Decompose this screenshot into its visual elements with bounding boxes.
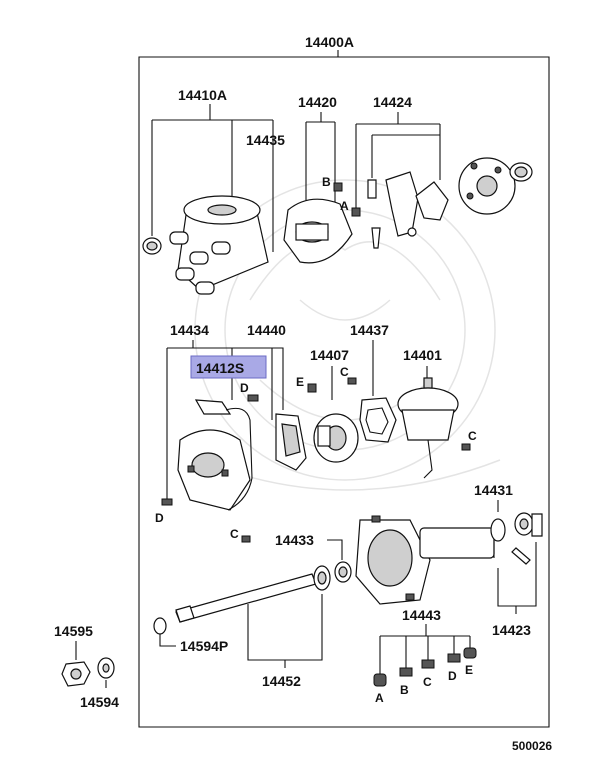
fastener-label-d-left[interactable]: D <box>155 511 164 525</box>
fastener-label-b-top[interactable]: B <box>322 175 331 189</box>
part-label-14412S[interactable]: 14412S <box>196 360 244 376</box>
vacuum-advance-unit[interactable] <box>397 377 459 479</box>
washer-14594P[interactable] <box>153 617 167 635</box>
part-label-14434[interactable]: 14434 <box>170 322 209 338</box>
part-label-14401[interactable]: 14401 <box>403 347 442 363</box>
oring-14431[interactable] <box>490 518 506 542</box>
part-label-14412S-highlight[interactable]: 14412S <box>190 355 267 379</box>
breaker-points[interactable] <box>367 171 449 249</box>
part-label-14440[interactable]: 14440 <box>247 322 286 338</box>
part-label-14594[interactable]: 14594 <box>80 694 119 710</box>
fastener-label-c-low[interactable]: C <box>230 527 239 541</box>
signal-rotor-14440[interactable] <box>275 413 307 471</box>
fastener-label-d-mid[interactable]: D <box>240 381 249 395</box>
fastener-label-e[interactable]: E <box>465 663 473 677</box>
gasket-14437[interactable] <box>359 397 397 443</box>
washer-14433[interactable] <box>334 561 352 583</box>
assembly-frame <box>138 56 550 728</box>
part-label-14452[interactable]: 14452 <box>262 673 301 689</box>
part-label-14420[interactable]: 14420 <box>298 94 337 110</box>
part-label-14407[interactable]: 14407 <box>310 347 349 363</box>
fastener-label-b[interactable]: B <box>400 683 409 697</box>
fastener-label-a[interactable]: A <box>375 691 384 705</box>
rotor[interactable] <box>283 198 353 264</box>
distributor-housing[interactable] <box>355 515 495 605</box>
fastener-label-d[interactable]: D <box>448 669 457 683</box>
part-label-14431[interactable]: 14431 <box>474 482 513 498</box>
part-label-14424[interactable]: 14424 <box>373 94 412 110</box>
fastener-label-e-mid[interactable]: E <box>296 375 304 389</box>
governor-14407[interactable] <box>313 413 359 463</box>
part-label-14435[interactable]: 14435 <box>246 132 285 148</box>
part-label-14594P[interactable]: 14594P <box>180 638 228 654</box>
part-label-14433[interactable]: 14433 <box>275 532 314 548</box>
part-label-14595[interactable]: 14595 <box>54 623 93 639</box>
nut-14595[interactable] <box>61 661 91 687</box>
gear-14423[interactable] <box>511 512 543 565</box>
part-label-14443[interactable]: 14443 <box>402 607 441 623</box>
fastener-label-a-top[interactable]: A <box>340 199 349 213</box>
shaft-14452[interactable] <box>175 565 331 623</box>
part-label-14410A[interactable]: 14410A <box>178 87 227 103</box>
part-label-14437[interactable]: 14437 <box>350 322 389 338</box>
part-label-14423[interactable]: 14423 <box>492 622 531 638</box>
fastener-label-c-mid[interactable]: C <box>340 365 349 379</box>
assembly-label[interactable]: 14400A <box>305 34 354 50</box>
distributor-cap[interactable] <box>142 195 269 295</box>
fastener-label-c[interactable]: C <box>423 675 432 689</box>
diagram-code: 500026 <box>512 739 552 753</box>
pickup-assembly[interactable] <box>177 399 253 511</box>
washer-14594[interactable] <box>97 657 115 679</box>
fastener-label-c-right[interactable]: C <box>468 429 477 443</box>
breaker-plate[interactable] <box>458 157 533 215</box>
